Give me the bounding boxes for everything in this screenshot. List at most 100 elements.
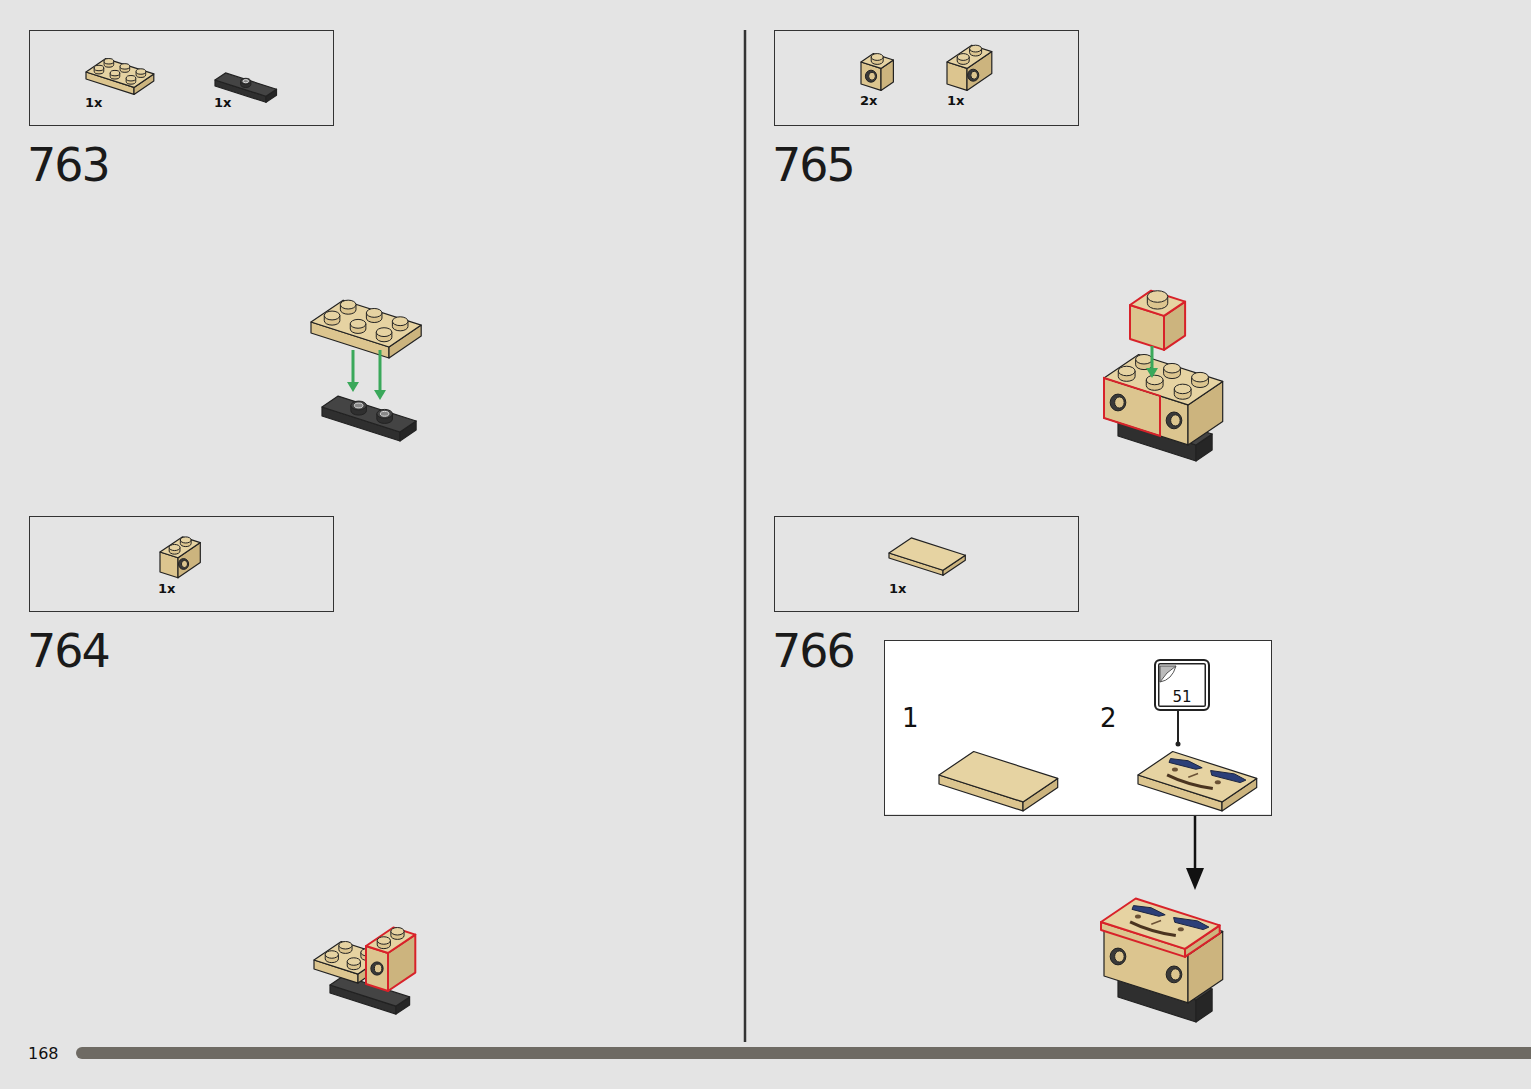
brick-face [366,928,415,954]
tile-print [1172,768,1178,772]
side-stud [968,69,979,81]
stud [110,70,120,75]
side-stud [181,560,187,567]
stud [104,59,114,64]
stud [347,958,360,965]
tile-print [1188,773,1198,777]
stud [325,951,338,958]
stud [243,80,249,83]
stud [1192,372,1209,382]
part-quantity: 1x [214,95,231,110]
brick-face [322,396,416,432]
stud [1174,384,1191,394]
stud [94,65,104,70]
tile-print [1174,918,1209,930]
stud [351,401,367,410]
green-arrow [1146,368,1158,378]
stud [136,69,146,74]
step-number: 765 [772,138,854,192]
brick-face [1101,899,1220,949]
page-bar [76,1047,1531,1059]
parts-box: 1x [29,516,334,612]
step-number: 764 [27,624,109,678]
stud [339,942,352,949]
substep-number: 2 [1100,703,1117,733]
part-quantity: 1x [85,95,102,110]
brick-face [861,54,893,69]
stud [380,411,389,416]
stud [1146,375,1163,385]
stud [120,64,130,69]
side-stud [865,70,876,82]
stud [871,54,883,61]
parts-box: 1x [774,516,1079,612]
side-stud [1115,951,1125,962]
stud [1164,363,1181,373]
brick-face [86,59,154,88]
highlight-outline [1104,378,1160,436]
stud [1118,366,1135,376]
brick-face [1130,291,1185,316]
stud [957,54,969,61]
tile-print [1151,920,1161,924]
tile-print [1135,915,1141,919]
side-stud [1166,412,1182,429]
step-number: 763 [27,138,109,192]
brick-face [215,73,277,96]
stud [1136,354,1153,364]
side-stud [1166,966,1182,983]
side-stud [971,71,978,79]
page-number: 168 [28,1044,59,1063]
substep-arrow [1194,815,1197,872]
side-stud [869,72,876,80]
brick-face [889,538,965,570]
side-stud [1115,397,1125,408]
green-arrow [379,350,382,392]
brick-face [311,300,421,347]
tile-print [1215,780,1221,784]
substep-number: 1 [902,703,919,733]
part-quantity: 2x [860,93,877,108]
stud [340,300,356,309]
stud [169,544,180,550]
sticker-leader [1177,711,1179,742]
brick-face [947,45,992,68]
substep-box: 1 2 51 [884,640,1272,816]
tile-print [1211,771,1246,783]
side-stud [1171,969,1181,980]
brick-face [1138,752,1257,802]
substep-arrow [1186,868,1204,890]
part-quantity: 1x [889,581,906,596]
stud [354,403,363,408]
side-stud [1110,948,1126,965]
brick-face [160,537,200,558]
side-stud [1171,415,1181,426]
side-stud [179,559,189,570]
stud [366,308,382,317]
sticker-box: 51 [1154,659,1210,711]
green-arrow [1151,346,1154,370]
tile-print [1178,927,1184,931]
green-arrow [352,350,355,384]
side-stud [1110,394,1126,411]
stud [180,537,191,543]
sticker-number: 51 [1156,688,1208,706]
stud [392,317,408,326]
step-number: 766 [772,624,854,678]
stud [126,76,136,81]
side-stud [371,962,383,975]
part-quantity: 1x [158,581,175,596]
parts-box: 1x 1x [29,30,334,126]
substep-ground [885,641,1271,814]
page-divider [744,30,747,1042]
sticker-leader [1176,742,1181,747]
side-stud [374,964,381,973]
sticker-icon [1160,666,1176,682]
stud [377,937,390,944]
stud [350,319,366,328]
parts-box: 2x1x [774,30,1079,126]
stud [377,409,393,418]
stud [324,311,340,320]
green-arrow [374,390,386,400]
